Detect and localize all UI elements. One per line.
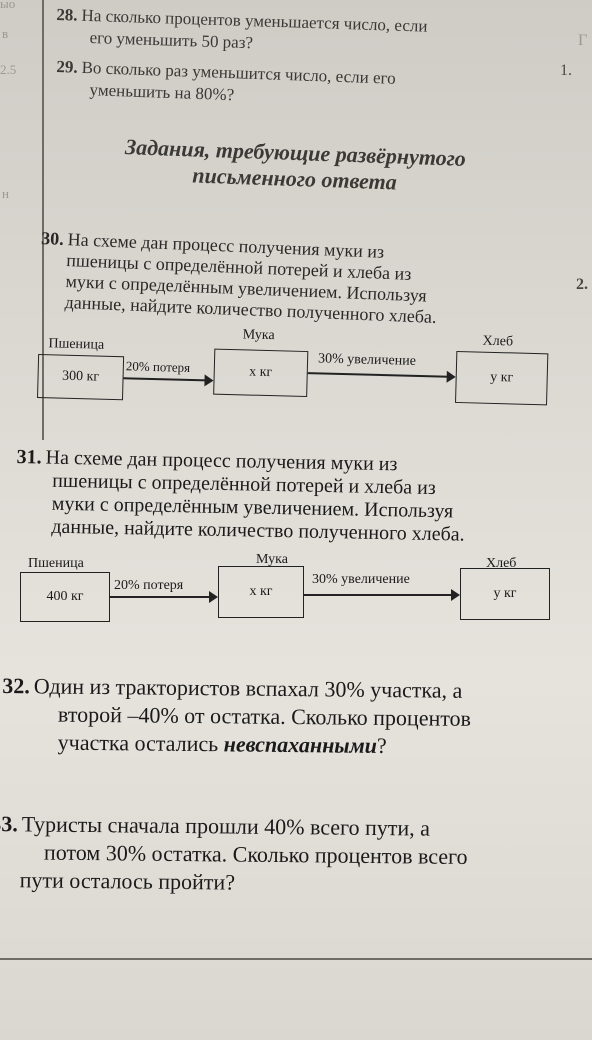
scheme-label: Пшеница — [28, 556, 84, 571]
margin-text: Г — [578, 32, 588, 49]
margin-text: н — [2, 186, 9, 201]
margin-text: 2. — [576, 276, 588, 293]
task-text: Один из трактористов вспахал 30% участка… — [33, 673, 463, 703]
scheme-arrow — [110, 591, 218, 603]
task-emphasis: невспаханными — [223, 731, 378, 758]
task-text: пути осталось пройти? — [19, 867, 236, 895]
scheme-label: Хлеб — [486, 556, 517, 571]
task-text: Туристы сначала прошли 40% всего пути, а — [21, 811, 431, 841]
scheme-label: Мука — [256, 552, 288, 567]
scheme-arrow — [304, 589, 460, 601]
task-text-part: ? — [376, 732, 387, 759]
margin-text: в — [2, 26, 9, 41]
scheme-arrow-label: 20% потеря — [114, 578, 184, 593]
margin-text: ыо — [0, 0, 16, 11]
scheme-31: Пшеница Мука Хлеб 400 кг x кг y кг 20% п… — [20, 552, 550, 622]
task-number: 33. — [0, 811, 18, 837]
page-bottom-rule — [0, 958, 592, 960]
task-33: 33.Туристы сначала прошли 40% всего пути… — [0, 810, 468, 899]
scheme-box: 400 кг — [20, 572, 110, 622]
scheme-arrow-label: 30% увеличение — [312, 572, 410, 587]
margin-text: 2.5 — [0, 62, 17, 77]
scheme-box: x кг — [218, 566, 304, 618]
task-32: 32.Один из трактористов вспахал 30% учас… — [2, 672, 472, 761]
task-text-part: участка остались — [57, 729, 224, 757]
task-number: 32. — [2, 673, 30, 699]
task-text: участка остались невспаханными? — [2, 728, 471, 761]
scheme-box: y кг — [460, 568, 550, 620]
margin-text: 1. — [560, 62, 572, 79]
margin-rule — [42, 0, 44, 440]
